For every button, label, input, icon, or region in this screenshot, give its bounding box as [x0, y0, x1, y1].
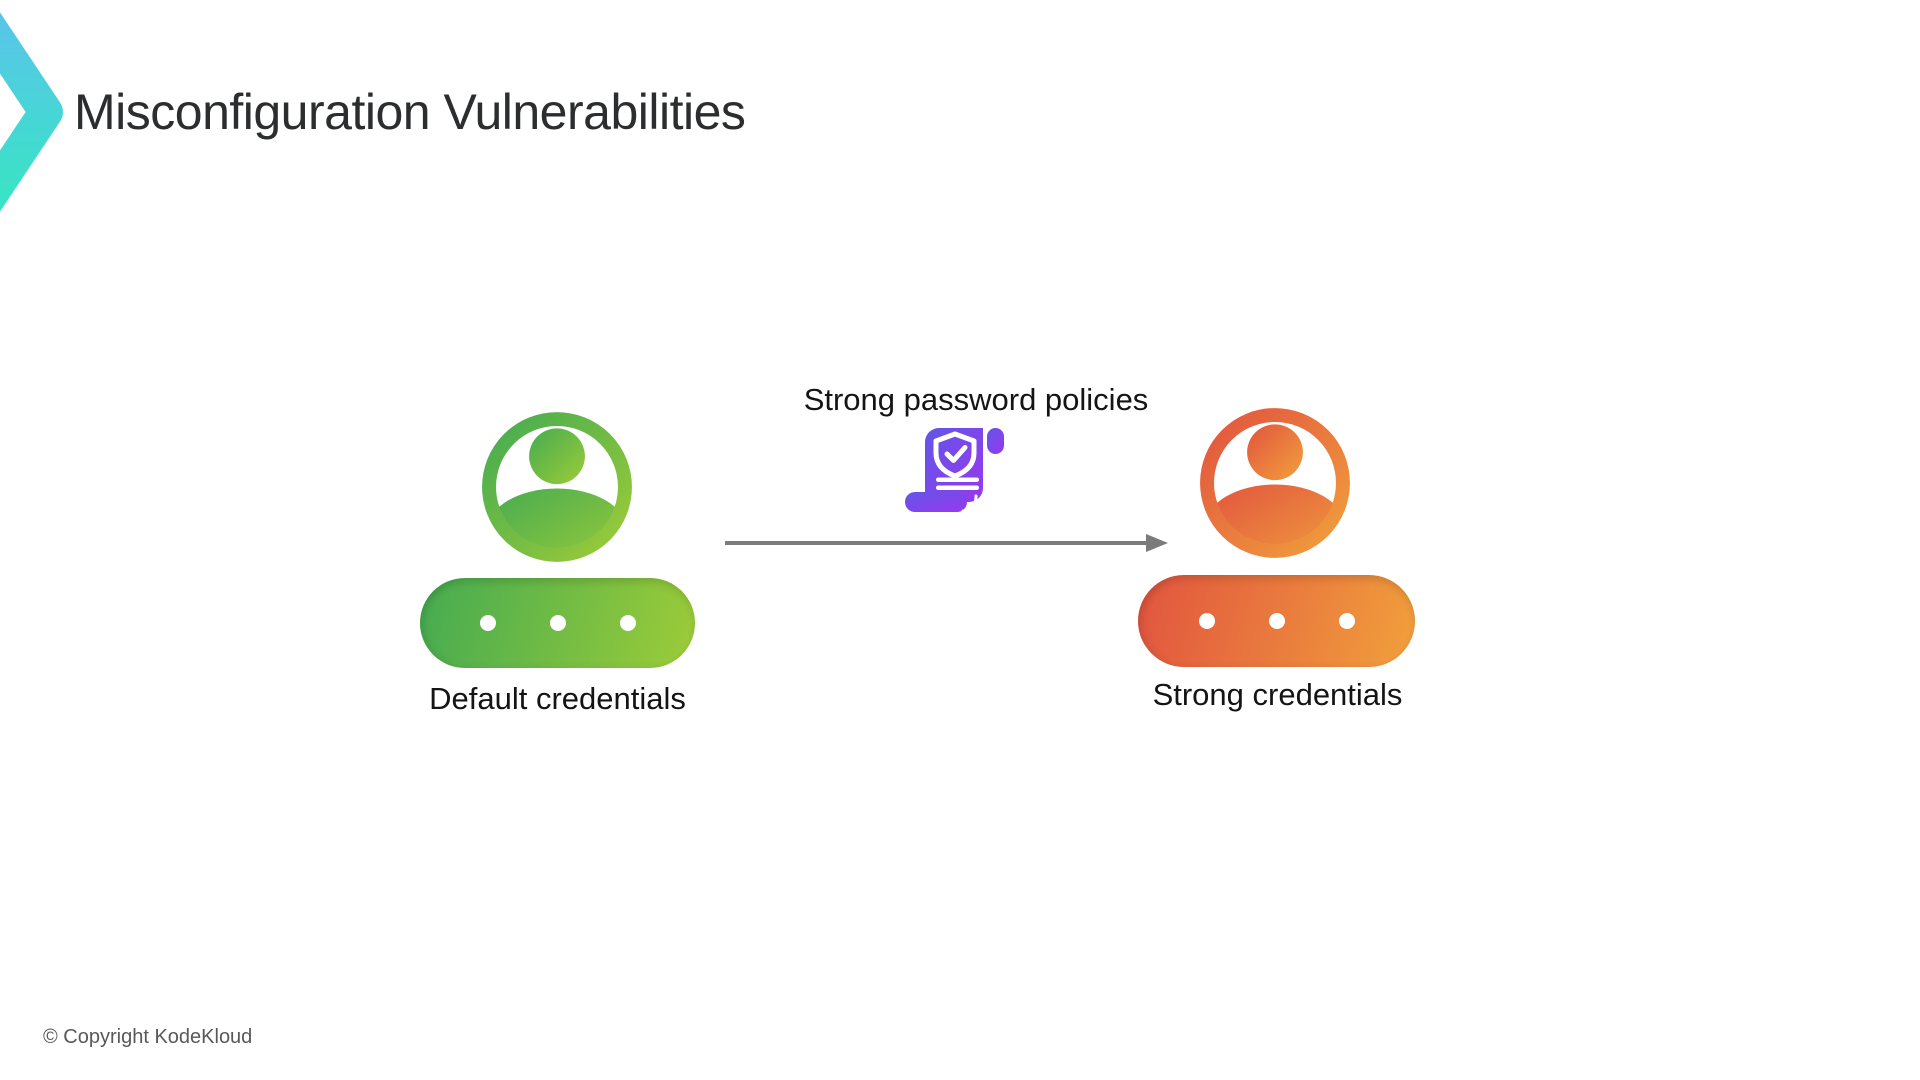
strong-credentials-label: Strong credentials	[1152, 677, 1403, 712]
password-dot	[619, 615, 636, 631]
user-avatar-orange-icon	[1200, 408, 1350, 558]
transition-arrow-head-icon	[1146, 534, 1168, 552]
password-dot	[1338, 613, 1355, 629]
password-policy-scroll-icon	[905, 428, 1004, 513]
password-dot	[1198, 613, 1215, 629]
kodekloud-chevron-icon	[0, 12, 63, 212]
strong-credentials-pill	[1138, 575, 1415, 667]
transition-label: Strong password policies	[803, 382, 1149, 417]
page-title: Misconfiguration Vulnerabilities	[74, 84, 746, 140]
default-credentials-pill	[420, 578, 695, 668]
password-dot	[479, 615, 496, 631]
transition-arrow-line	[725, 541, 1150, 545]
default-credentials-label: Default credentials	[429, 681, 686, 716]
user-avatar-green-icon	[482, 412, 632, 562]
password-dot	[1268, 613, 1285, 629]
copyright-text: © Copyright KodeKloud	[43, 1026, 253, 1048]
password-dot	[549, 615, 566, 631]
shield-check-icon	[933, 431, 977, 479]
